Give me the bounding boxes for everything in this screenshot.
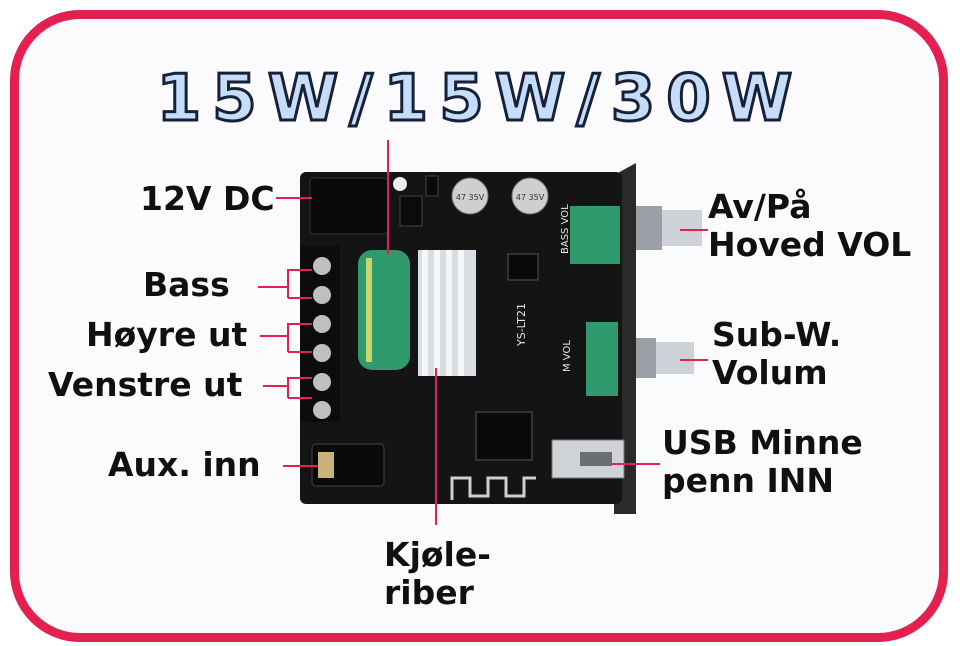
pcb-antenna <box>450 476 536 500</box>
label-left-out: Venstre ut <box>48 365 243 404</box>
cap-right-label: 47 35V <box>516 193 545 202</box>
cap-left-label: 47 35V <box>456 193 485 202</box>
bass-vol-silkscreen: BASS VOL <box>560 204 571 254</box>
sub-pot-body <box>586 322 618 396</box>
green-capacitor <box>358 250 410 370</box>
bass-pot-body <box>570 206 620 264</box>
label-power-line1: Av/På <box>708 187 812 226</box>
power-rating-title: 15W/15W/30W <box>155 61 804 138</box>
label-sub-line2: Volum <box>712 352 828 392</box>
dc-jack <box>309 177 389 235</box>
label-usb-line1: USB Minne <box>662 423 863 462</box>
capacitor-right: 47 35V <box>511 177 549 215</box>
label-sub-volume: Sub-W. Volum <box>712 316 841 392</box>
label-usb-in: USB Minne penn INN <box>662 424 863 500</box>
label-12v-dc: 12V DC <box>140 179 275 218</box>
capacitor-left: 47 35V <box>451 177 489 215</box>
label-power-main-vol: Av/På Hoved VOL <box>708 188 911 264</box>
label-aux-in: Aux. inn <box>108 445 261 484</box>
label-power-line2: Hoved VOL <box>708 224 912 264</box>
label-right-out: Høyre ut <box>86 315 248 354</box>
ic-chip <box>475 411 533 461</box>
heatsink <box>418 250 476 376</box>
m-vol-silkscreen: M VOL <box>562 340 573 372</box>
label-heatsink: Kjøle- riber <box>384 536 491 612</box>
screw-terminal-block <box>300 246 340 422</box>
label-sub-line1: Sub-W. <box>712 315 842 354</box>
main-volume-knob <box>636 206 662 250</box>
mount-hole <box>393 177 407 191</box>
label-heatsink-line2: riber <box>384 572 474 612</box>
label-usb-line2: penn INN <box>662 460 834 500</box>
board-id: YS-LT21 <box>515 303 528 347</box>
sub-volume-knob <box>636 338 656 378</box>
label-heatsink-line1: Kjøle- <box>384 535 491 574</box>
label-bass: Bass <box>143 265 230 304</box>
pointer-lines <box>258 140 708 525</box>
